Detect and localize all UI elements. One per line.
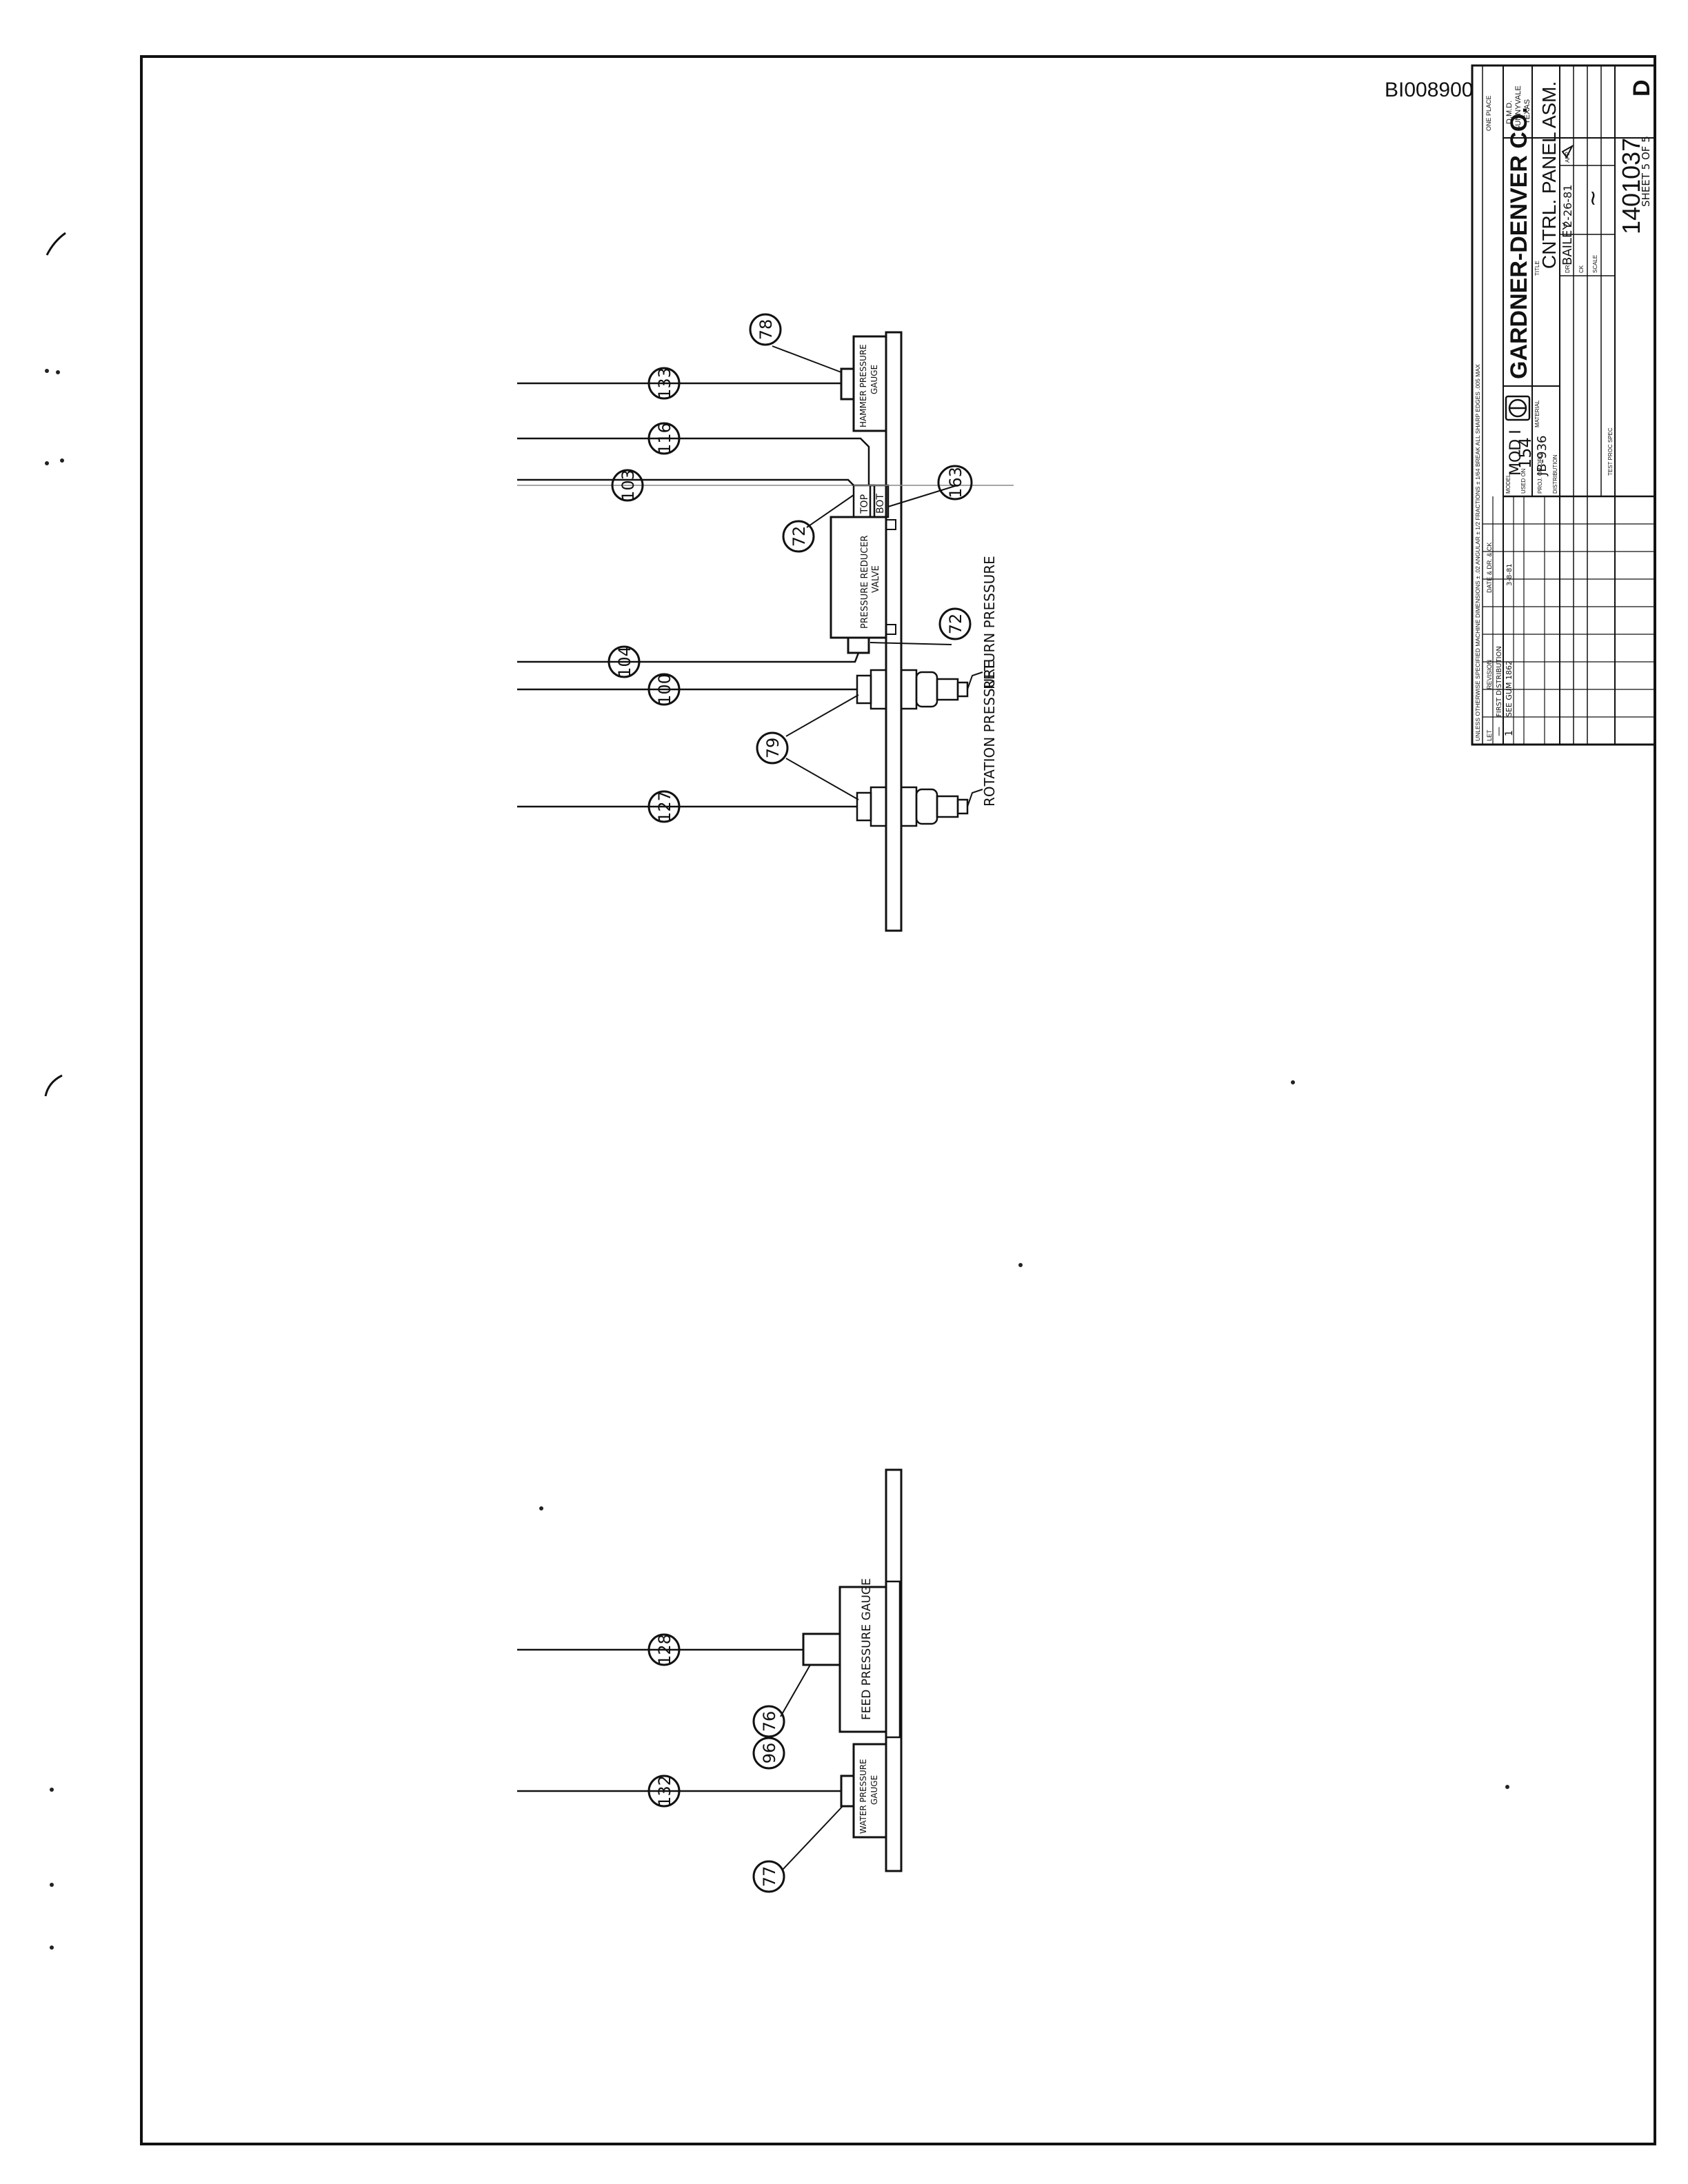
svg-text:132: 132 (655, 1775, 674, 1807)
svg-text:79: 79 (763, 738, 783, 759)
callout-96: 96 (752, 1737, 785, 1770)
lower-panel-plate (885, 1468, 903, 1872)
callout-132: 132 (647, 1775, 681, 1808)
bot-port-label: BOT (875, 494, 886, 514)
hammer-gauge-label-2: GAUGE (870, 365, 879, 394)
callout-76: 76 (752, 1705, 785, 1738)
return-fitting (856, 669, 969, 710)
svg-text:133: 133 (655, 367, 674, 399)
svg-text:76: 76 (760, 1711, 779, 1732)
used-on-label: USED ON (1520, 468, 1527, 494)
callout-127: 127 (647, 790, 681, 823)
rev1-text: FIRST DISTRIBUTION (1496, 646, 1503, 717)
callout-100: 100 (647, 673, 681, 706)
dr-label: DR (1565, 265, 1571, 273)
tolerance-note: UNLESS OTHERWISE SPECIFIED MACHINE DIMEN… (1474, 364, 1481, 741)
drawn-by: BAILEY (1560, 222, 1575, 265)
callout-116: 116 (647, 422, 681, 455)
revision-header: REVISION (1486, 660, 1493, 689)
drawn-date: 2-26-81 (1561, 185, 1574, 228)
svg-text:100: 100 (655, 674, 674, 705)
feed-gauge-body (885, 1580, 901, 1739)
distribution-label: DISTRIBUTION (1552, 454, 1558, 494)
top-port-label: TOP (859, 494, 870, 514)
svg-text:96: 96 (760, 1743, 779, 1764)
water-gauge-fitting (840, 1775, 855, 1808)
document-id: BI008900 (1385, 79, 1473, 101)
sheet-info: SHEET 5 OF 5 (1640, 136, 1652, 207)
sheet-border (140, 55, 1656, 2145)
feed-gauge-label: FEED PRESSURE GAUGE (860, 1578, 874, 1720)
callout-128: 128 (647, 1633, 681, 1666)
callout-77: 77 (752, 1860, 785, 1893)
water-gauge-label-2: GAUGE (870, 1775, 879, 1805)
company-name: GARDNER-DENVER CO. (1506, 107, 1532, 379)
feed-gauge-fitting (802, 1632, 841, 1666)
svg-text:127: 127 (655, 791, 674, 822)
rev2-text: SEE GUM 1862 (1505, 660, 1514, 717)
model-value: MOD I (1507, 429, 1525, 476)
callout-163: 163 (937, 465, 973, 501)
title-label: TITLE (1534, 261, 1540, 276)
hammer-gauge-label-1: HAMMER PRESSURE (858, 344, 868, 427)
callout-104: 104 (607, 645, 641, 678)
drawing-number: 1401037 (1617, 138, 1645, 234)
location-line1: SUNNYVALE (1514, 85, 1523, 131)
callout-133: 133 (647, 367, 681, 400)
model-label: MODEL (1505, 474, 1511, 494)
rev2-ltr: 1 (1504, 730, 1515, 736)
rev2-date: 3-8-81 (1506, 563, 1514, 586)
callout-103: 103 (611, 469, 644, 502)
reducer-label-1: PRESSURE REDUCER (860, 535, 870, 629)
svg-text:116: 116 (655, 423, 674, 454)
margin-specks (44, 232, 1509, 1950)
app-label: APP (1565, 152, 1571, 163)
svg-text:128: 128 (655, 1634, 674, 1666)
rotation-fitting (856, 786, 969, 827)
upper-assembly: HAMMER PRESSURE GAUGE TOP BOT PRESSURE R… (517, 313, 1014, 932)
date-header: DATE & DR. & CK (1486, 543, 1493, 593)
material-label: MATERIAL (1534, 400, 1540, 427)
title-block: UNLESS OTHERWISE SPECIFIED MACHINE DIMEN… (1471, 64, 1656, 746)
svg-text:78: 78 (756, 319, 776, 341)
water-gauge-label-1: WATER PRESSURE (858, 1759, 868, 1834)
svg-text:163: 163 (946, 467, 965, 498)
location-line2: TEXAS (1523, 99, 1531, 124)
svg-text:72: 72 (790, 526, 809, 547)
scale-value: ~ (1581, 190, 1605, 207)
division: D.M.D. (1505, 101, 1514, 124)
svg-text:77: 77 (760, 1866, 779, 1888)
svg-text:103: 103 (619, 469, 638, 501)
callout-72-upper: 72 (782, 520, 815, 553)
svg-text:72: 72 (946, 614, 965, 635)
callout-78: 78 (749, 313, 782, 346)
used-on-value: 154 (1516, 437, 1535, 469)
rotation-pressure-label: ROTATION PRESSURE (981, 660, 998, 807)
ltr-header: LET (1486, 729, 1493, 741)
one-place-label: ONE PLACE (1485, 95, 1492, 131)
rev1-ltr: — (1494, 727, 1505, 736)
drawing-title: CNTRL. PANEL ASM. (1538, 81, 1560, 269)
reducer-valve-stem (847, 636, 870, 654)
proj-value: JB-936 (1535, 435, 1549, 476)
company-logo (1505, 395, 1531, 421)
scale-label: SCALE (1592, 255, 1598, 273)
svg-text:104: 104 (615, 646, 634, 678)
reducer-label-2: VALVE (871, 565, 881, 593)
callout-72-lower: 72 (938, 607, 972, 640)
upper-panel-plate (885, 331, 903, 932)
proj-label: PROJ. OR ORD (1537, 454, 1543, 494)
test-spec-label: TEST PROC SPEC (1607, 427, 1614, 476)
callout-79: 79 (756, 731, 789, 765)
lower-assembly: FEED PRESSURE GAUGE WATER PRESSURE GAUGE… (517, 1468, 903, 1893)
size-letter: D (1629, 79, 1655, 97)
hammer-gauge-fitting (840, 367, 855, 401)
return-pressure-label: RETURN PRESSURE (981, 556, 998, 689)
ck-label: CK (1578, 265, 1585, 273)
